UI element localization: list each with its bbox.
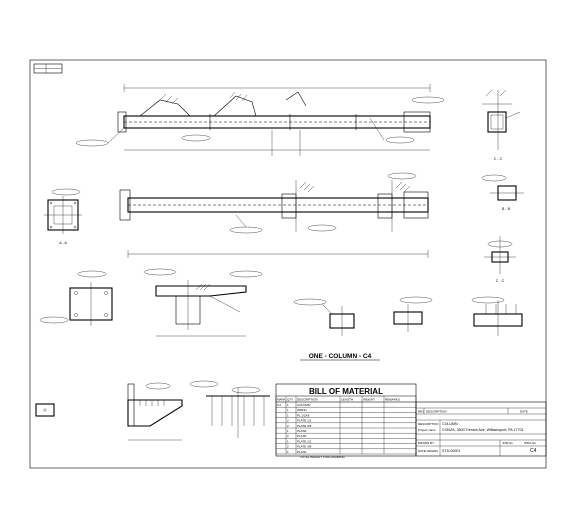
stiffener-detail-3 — [471, 296, 523, 336]
sheet-border — [29, 59, 547, 469]
title-block: REV DESCRIPTION DATE DESCRIPTION COLUMN … — [415, 401, 547, 457]
job-value: STD-00001 — [442, 449, 460, 453]
bom-cell: 2 — [287, 445, 289, 449]
stiffener-detail-2 — [393, 296, 433, 332]
bom-cell: PLATE 1/2 — [297, 419, 312, 423]
bom-cell: 2 — [287, 434, 289, 438]
column-elevation-middle — [119, 172, 429, 258]
drawn-by-label: DRAWN BY — [418, 441, 434, 445]
bom-cell: PLATE 3/8 — [297, 424, 312, 428]
section-label-3: B - B — [502, 207, 511, 211]
section-detail-a — [44, 188, 82, 234]
bom-header-cell: MARK — [277, 397, 286, 401]
description-field-label: DESCRIPTION — [418, 422, 439, 426]
bom-header-cell: QTY — [287, 397, 293, 401]
section-detail-b — [481, 174, 524, 201]
project-value: CONZA, 3500 Trenton Ave, Williamsport, P… — [442, 428, 524, 432]
base-plate-detail — [39, 270, 113, 326]
job-no-label: JOB No. — [502, 441, 514, 445]
rev-description-label: DESCRIPTION — [426, 410, 447, 414]
bom-cell: PLATE — [297, 434, 306, 438]
bom-header-cell: WEIGHT — [363, 397, 375, 401]
bom-cell: 1 — [287, 429, 289, 433]
section-detail-c-middle — [484, 236, 516, 274]
bom-cell: PL 1/2X8 — [297, 413, 310, 417]
column-elevation-top — [75, 84, 445, 156]
bom-total-label: TOTAL WEIGHT THIS DRAWING — [300, 455, 346, 459]
section-label-4: C - C — [496, 279, 505, 283]
bom-cell: 1 — [287, 413, 289, 417]
bom-title: BILL OF MATERIAL — [309, 387, 383, 396]
bom-cell: 1 — [287, 403, 289, 407]
bom-cell: 1 — [287, 408, 289, 412]
bom-header-cell: REMARKS — [385, 397, 400, 401]
small-plate-detail — [35, 403, 55, 417]
bom-cell: 2 — [287, 424, 289, 428]
description-value: COLUMN — [442, 422, 458, 426]
bracket-section — [189, 380, 270, 438]
dwg-no-label: DWG No. — [524, 441, 537, 445]
stiffener-detail-1 — [293, 298, 355, 336]
date-drawn-label: DATE DRAWN — [418, 449, 438, 453]
bom-cell: PLATE 1/2 — [297, 439, 312, 443]
bom-cell: PLATE 3/8 — [297, 445, 312, 449]
bracket-elevation — [127, 382, 183, 441]
bom-cell: PLATE — [297, 450, 306, 454]
section-label-2: A - A — [59, 241, 67, 245]
bom-header-cell: DESCRIPTION — [297, 397, 318, 401]
bom-header-cell: LENGTH — [341, 397, 353, 401]
revision-stamp — [33, 63, 63, 74]
bom-cell: COLUMN — [297, 403, 310, 407]
bom-cell: 1 — [287, 450, 289, 454]
bom-cell: PLATE — [297, 429, 306, 433]
bom-cell: 2 — [287, 419, 289, 423]
drawing-title: ONE - COLUMN - C4 — [309, 353, 372, 360]
drawing-number: C4 — [530, 448, 537, 454]
cap-plate-detail — [143, 268, 263, 337]
bom-cell: W8X31 — [297, 408, 307, 412]
bom-cell: 1 — [287, 439, 289, 443]
rev-date-label: DATE — [520, 410, 528, 414]
bom-cell: C4 — [277, 403, 281, 407]
section-detail-c-top — [482, 89, 521, 150]
project-label: Project name — [418, 428, 436, 432]
rev-label: REV — [418, 410, 424, 414]
section-label-1: C - C — [494, 157, 503, 161]
